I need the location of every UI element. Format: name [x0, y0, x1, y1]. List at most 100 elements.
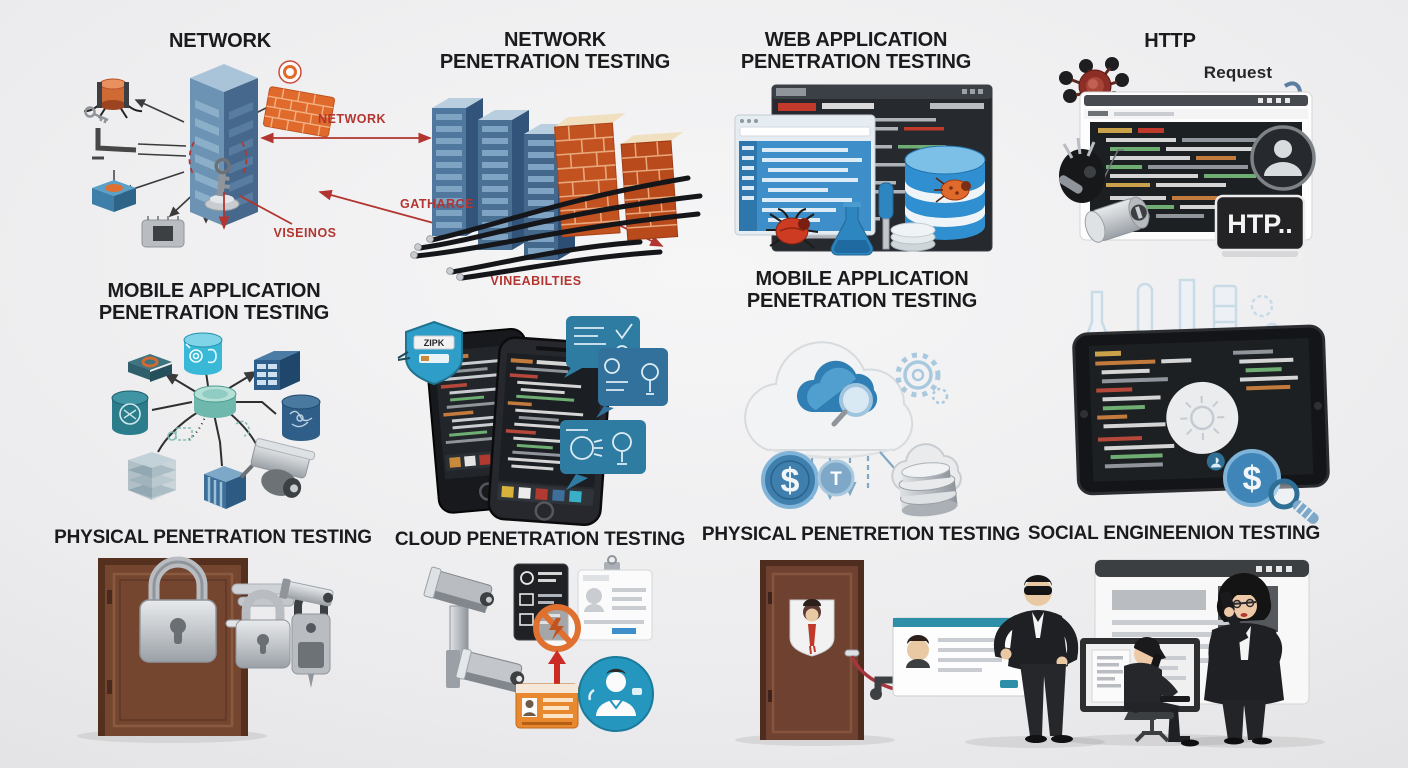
phone-front-icon	[487, 336, 613, 526]
label-gatharce: GATHARCE	[400, 197, 474, 211]
label-network-red: NETWORK	[317, 112, 387, 126]
dollar-coin-label: $	[781, 462, 800, 500]
bug-icon	[766, 208, 819, 249]
title-line: PENETRATION TESTING	[746, 289, 978, 312]
panel-network-illustration	[83, 60, 432, 248]
tablet-dollar-magnifier-icon: $	[1223, 449, 1319, 524]
t-coin-icon: T	[817, 459, 855, 497]
brick-wall-icon	[554, 113, 684, 241]
label-viseinos: VISEINOS	[273, 226, 337, 240]
panel-physical1-illustration	[77, 556, 334, 743]
shield-badge-label: ZIPK	[424, 338, 445, 348]
cctv-bottom-icon	[446, 648, 525, 693]
title-line: PENETRATION TESTING	[98, 301, 330, 324]
title-mobile-cloud-pen: MOBILE APPLICATION PENETRATION TESTING	[746, 268, 978, 312]
bug-on-database-icon	[934, 177, 971, 203]
door-icon	[98, 558, 248, 736]
workstation-monitor-icon	[1080, 638, 1200, 720]
social-browser-window	[1094, 559, 1310, 705]
key-icon	[84, 106, 109, 124]
alert-ring-icon	[278, 60, 302, 84]
inner-cloud-magnifier-icon	[796, 360, 878, 427]
title-network-pen: NETWORK PENETRATION TESTING	[440, 29, 670, 73]
red-annotations-pen	[318, 189, 664, 247]
shield-badge-icon: ZIPK	[397, 320, 463, 386]
lock-bars-icon	[231, 583, 299, 607]
title-line: MOBILE APPLICATION	[755, 268, 969, 290]
panel-http-illustration: HTP..	[1058, 57, 1316, 257]
padlock-large-icon	[139, 556, 217, 663]
metal-disk-stack-icon	[898, 462, 958, 517]
hub-cylinder-icon	[193, 385, 237, 418]
orange-id-card-icon	[515, 683, 579, 729]
cctv-camera-icon	[239, 438, 316, 498]
htp-badge: HTP..	[1214, 194, 1306, 257]
seated-man-icon	[1124, 637, 1199, 747]
chat-bubble-icons	[560, 316, 668, 490]
t-coin-label: T	[830, 469, 842, 490]
pipe-bracket-icon	[92, 128, 137, 160]
wire-spool-icon	[83, 78, 143, 119]
title-physical-pen-2: PHYSICAL PENETRETION TESTING	[701, 524, 1021, 545]
striped-box-icon	[204, 466, 246, 509]
dark-badge-card-icon	[513, 563, 569, 641]
red-annotations-network	[188, 132, 432, 230]
disk-stack-icon	[890, 222, 936, 252]
title-http: HTTP	[1144, 30, 1196, 52]
title-physical-pen-1: PHYSICAL PENETRATION TESTING	[54, 527, 372, 548]
panel-social-illustration	[1065, 559, 1325, 748]
red-double-arrow-icon	[548, 650, 566, 702]
white-id-card-icon	[577, 555, 653, 641]
person-avatar-circle-icon	[578, 656, 654, 732]
flask-icon	[830, 202, 874, 256]
http-browser-window	[1079, 91, 1313, 241]
title-mobile-app-pen: MOBILE APPLICATION PENETRATION TESTING	[98, 280, 330, 324]
title-line: WEB APPLICATION	[764, 29, 948, 51]
door-badge-icon	[789, 599, 835, 657]
user-avatar-icon	[1250, 125, 1316, 191]
dashed-arrows	[787, 451, 912, 501]
panel-cloud-illustration: $ T	[744, 341, 962, 517]
htp-badge-label: HTP..	[1227, 209, 1293, 239]
blocked-circle-icon	[533, 604, 581, 652]
screwdriver-icon	[878, 182, 894, 250]
chip-node-icon	[128, 354, 172, 382]
big-cloud-icon	[744, 341, 914, 459]
title-line: MOBILE APPLICATION	[107, 280, 321, 302]
title-cloud-pen: CLOUD PENETRATION TESTING	[394, 529, 686, 550]
label-request: Request	[1203, 63, 1273, 82]
router-icon	[92, 170, 136, 212]
phone-back-icon	[424, 327, 540, 514]
panel-mobile-hub-illustration	[111, 332, 321, 509]
crowbar-icon	[1283, 81, 1302, 129]
red-cable	[850, 655, 1004, 696]
door2-icon	[760, 560, 864, 740]
metal-lock-cylinder-icon	[1084, 196, 1150, 243]
layer-stack-icon	[128, 452, 176, 500]
code-editor-window	[771, 84, 993, 252]
panel-phones-illustration: ZIPK	[397, 316, 668, 526]
server-tower-icon	[190, 64, 258, 226]
left-cylinder-icon	[111, 390, 149, 435]
spider-bug-icon	[1059, 57, 1129, 105]
cctv-top-icon	[423, 566, 494, 659]
panel-tablet-illustration: $	[1072, 278, 1330, 524]
masked-man-icon	[993, 575, 1079, 743]
wall-card-monitor-icon	[870, 617, 1028, 700]
title-webapp-pen: WEB APPLICATION PENETRATION TESTING	[741, 29, 971, 73]
cable-icon	[413, 175, 703, 281]
virus-circle-icon	[1166, 381, 1239, 454]
cylinder-doodle-icon	[183, 332, 223, 375]
dollar-coin-icon: $	[761, 451, 819, 509]
title-social-eng: SOCIAL ENGINEENION TESTING	[1027, 523, 1321, 544]
door-camera-icon	[279, 578, 334, 607]
woman-on-phone-icon	[1204, 572, 1284, 745]
title-network: NETWORK	[169, 30, 271, 52]
small-cloud-puzzle-icon	[891, 443, 962, 492]
padlock-small-icon	[235, 589, 291, 669]
tablet-dollar-label: $	[1243, 460, 1262, 498]
title-line: NETWORK	[504, 29, 606, 51]
browser-window	[734, 114, 876, 236]
